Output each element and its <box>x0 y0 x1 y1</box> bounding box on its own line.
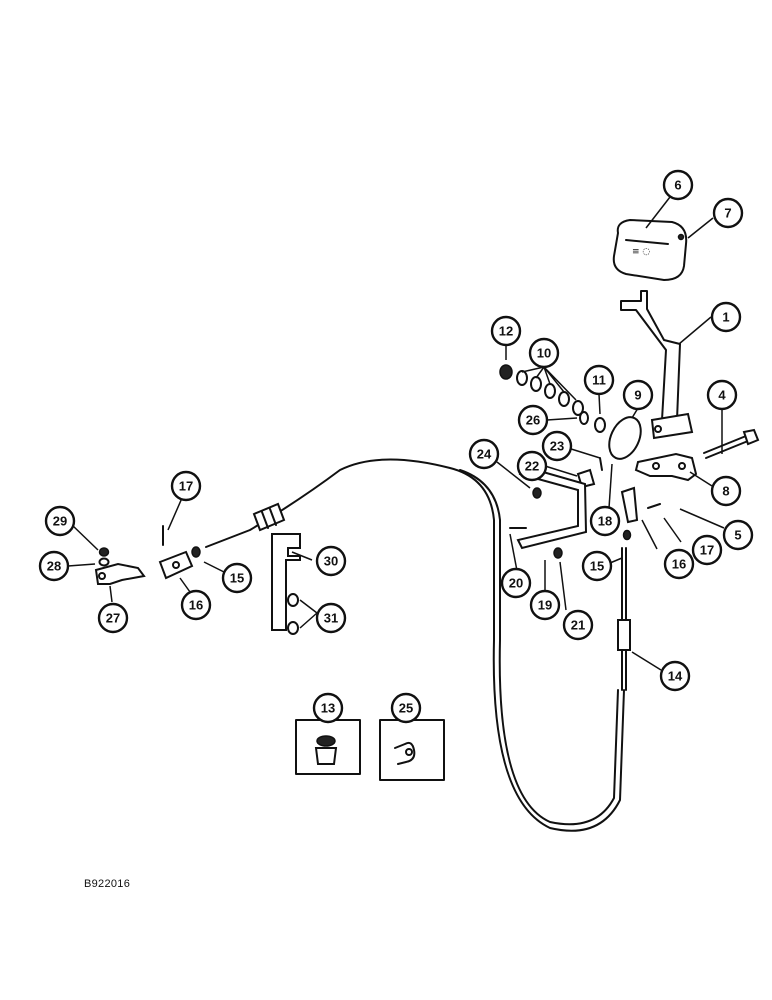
callout-1: 1 <box>710 301 742 333</box>
callout-9: 9 <box>622 379 654 411</box>
callout-label: 23 <box>550 439 564 454</box>
callout-label: 4 <box>718 388 726 403</box>
callout-17-left: 17 <box>170 470 202 502</box>
cable-end-nut-part <box>622 529 632 541</box>
mounting-plate-part <box>634 452 698 482</box>
callout-label: 10 <box>537 346 551 361</box>
callout-25: 25 <box>390 692 422 724</box>
callout-30: 30 <box>315 545 347 577</box>
knob-part: ≡ ◌ <box>612 218 688 282</box>
callout-label: 22 <box>525 459 539 474</box>
callout-label: 25 <box>399 701 413 716</box>
callout-label: 13 <box>321 701 335 716</box>
callout-label: 15 <box>590 559 604 574</box>
callout-15-right: 15 <box>581 550 613 582</box>
callout-22: 22 <box>516 450 548 482</box>
support-bracket-part <box>516 464 588 550</box>
inset-grommet <box>295 719 361 775</box>
strap-nut-lower-part <box>287 621 299 635</box>
callout-label: 17 <box>700 543 714 558</box>
callout-label: 26 <box>526 413 540 428</box>
callout-label: 15 <box>230 571 244 586</box>
callout-24: 24 <box>468 438 500 470</box>
callout-16-right: 16 <box>663 548 695 580</box>
callout-18: 18 <box>589 505 621 537</box>
callout-label: 30 <box>324 554 338 569</box>
set-screw-part <box>677 233 685 241</box>
callout-label: 12 <box>499 324 513 339</box>
callout-label: 16 <box>672 557 686 572</box>
callout-label: 14 <box>668 669 683 684</box>
callout-23: 23 <box>541 430 573 462</box>
jam-nut-part <box>191 546 201 558</box>
callout-15-left: 15 <box>221 562 253 594</box>
callout-label: 19 <box>538 598 552 613</box>
callout-11: 11 <box>583 364 615 396</box>
arm-nut-part <box>98 547 110 557</box>
control-cable-part <box>205 458 631 832</box>
callout-label: 11 <box>592 373 606 388</box>
callout-31: 31 <box>315 602 347 634</box>
nut-part <box>499 364 513 380</box>
svg-text:≡ ◌: ≡ ◌ <box>632 247 650 257</box>
callout-5: 5 <box>722 519 754 551</box>
callout-12: 12 <box>490 315 522 347</box>
actuating-arm-part <box>94 562 146 585</box>
callout-label: 18 <box>598 514 612 529</box>
callout-label: 21 <box>571 618 585 633</box>
strap-nut-part <box>287 593 299 607</box>
callout-6: 6 <box>662 169 694 201</box>
callout-label: 5 <box>734 528 741 543</box>
callout-label: 17 <box>179 479 193 494</box>
callout-label: 28 <box>47 559 61 574</box>
callout-14: 14 <box>659 660 691 692</box>
callout-21: 21 <box>562 609 594 641</box>
clevis-left-part <box>158 550 194 580</box>
callout-7: 7 <box>712 197 744 229</box>
callout-label: 24 <box>477 447 492 462</box>
callout-27: 27 <box>97 602 129 634</box>
callout-16-left: 16 <box>180 589 212 621</box>
inset-cable-clamp <box>379 719 445 781</box>
callout-10: 10 <box>528 337 560 369</box>
mounting-strap-part <box>271 533 301 631</box>
callout-label: 6 <box>674 178 681 193</box>
cable-end-fitting-part <box>252 502 286 532</box>
callout-20: 20 <box>500 567 532 599</box>
callout-26: 26 <box>517 404 549 436</box>
callout-label: 16 <box>189 598 203 613</box>
callout-label: 7 <box>724 206 731 221</box>
clevis-right-part <box>620 486 661 524</box>
arm-washer-part <box>98 557 110 567</box>
callout-label: 1 <box>722 310 729 325</box>
bracket-nut-lower-part <box>553 547 563 559</box>
callout-label: 9 <box>634 388 641 403</box>
drawing-reference-code: B922016 <box>84 878 131 890</box>
spacer-part <box>579 411 589 425</box>
callout-label: 29 <box>53 514 67 529</box>
bolt-part <box>703 428 760 459</box>
callout-29: 29 <box>44 505 76 537</box>
callout-8: 8 <box>710 475 742 507</box>
callout-17-right: 17 <box>691 534 723 566</box>
callout-19: 19 <box>529 589 561 621</box>
washer-part <box>594 417 606 433</box>
friction-disc-part <box>608 416 642 460</box>
callout-label: 31 <box>324 611 338 626</box>
callout-13: 13 <box>312 692 344 724</box>
callout-label: 27 <box>106 611 120 626</box>
callout-label: 8 <box>722 484 729 499</box>
lever-part <box>620 290 694 440</box>
callout-28: 28 <box>38 550 70 582</box>
callout-4: 4 <box>706 379 738 411</box>
bracket-nut-part <box>532 487 542 499</box>
callout-label: 20 <box>509 576 523 591</box>
